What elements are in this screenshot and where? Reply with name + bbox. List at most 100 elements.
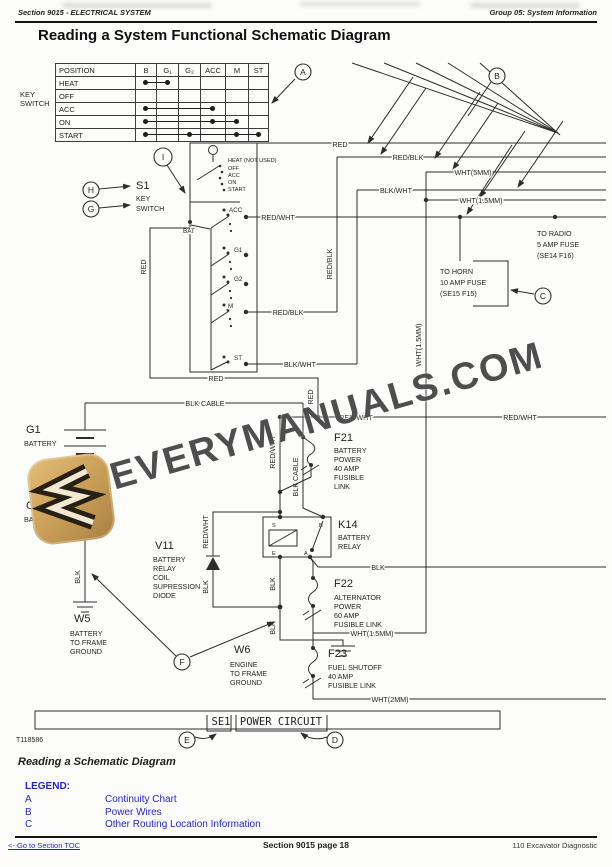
- relay-terminal-a: A: [304, 551, 308, 557]
- callout-g-letter: G: [88, 204, 95, 214]
- wire-label-red-vert: RED: [306, 389, 315, 404]
- f21-name: FUSIBLE: [334, 473, 364, 482]
- key-switch-cell: [135, 76, 156, 89]
- continuity-line: [145, 120, 237, 123]
- wire-label-red-wht-vert: RED/WHT: [268, 435, 277, 469]
- legend-desc-b: Power Wires: [105, 807, 162, 818]
- v11-name: SUPRESSION: [153, 582, 200, 591]
- header-right: Group 05: System Information: [489, 8, 597, 17]
- wire-label-red-vert: RED: [139, 259, 148, 274]
- s1-name: KEY: [136, 194, 151, 203]
- switch-position: ON: [228, 180, 236, 186]
- callout-i: I: [153, 147, 186, 194]
- legend-desc-a: Continuity Chart: [105, 794, 177, 805]
- scan-smudge: [62, 3, 212, 8]
- wire-label-blk-wht: BLK/WHT: [380, 186, 413, 195]
- key-switch-cell: G₂: [178, 63, 200, 76]
- footer-right: 110 Excavator Diagnostic: [512, 841, 598, 850]
- f21-id: F21: [334, 432, 353, 444]
- wire-label-red-blk: RED/BLK: [393, 153, 424, 162]
- key-switch-cell: [248, 76, 268, 89]
- scan-smudge: [300, 2, 420, 6]
- legend-desc-c: Other Routing Location Information: [105, 819, 261, 830]
- contact-dot: [234, 119, 239, 124]
- to-horn-note: TO HORN: [440, 267, 473, 276]
- switch-position: HEAT (NOT USED): [228, 158, 277, 164]
- v11-name: DIODE: [153, 591, 176, 600]
- power-wire-fan: B: [351, 62, 564, 215]
- header-left: Section 9015 - ELECTRICAL SYSTEM: [18, 8, 151, 17]
- f22-name: POWER: [334, 602, 361, 611]
- battery-feed-wires: RED RED RED: [138, 227, 321, 420]
- v11-name: BATTERY: [153, 555, 186, 564]
- f22-name: FUSIBLE LINK: [334, 620, 382, 629]
- key-switch-cell: [248, 102, 268, 115]
- v11-suppression-diode: RED/WHT BLK V11 BATTERY RELAY COIL SUPRE…: [153, 509, 283, 610]
- figure-id: T118586: [16, 737, 43, 744]
- s1-id: S1: [136, 180, 149, 192]
- continuity-line: [145, 133, 258, 136]
- callout-h: H: [82, 181, 131, 199]
- switch-position: START: [228, 187, 246, 193]
- callout-c-letter: C: [540, 291, 546, 301]
- f23-name: FUSIBLE LINK: [328, 681, 376, 690]
- k14-battery-relay: S B E A K14 BATTERY RELAY: [262, 514, 371, 560]
- key-switch-cell: [225, 102, 248, 115]
- contact-dot: [234, 132, 239, 137]
- power-bar-label: POWER CIRCUIT: [240, 716, 323, 728]
- k14-name: BATTERY: [338, 533, 371, 542]
- to-horn-note: (SE15 F15): [440, 289, 477, 298]
- key-switch-cell: ACC: [55, 102, 135, 115]
- wire-label-blk-vert: BLK: [73, 570, 82, 584]
- wire-label-wht15-vert: WHT(1.5MM): [414, 323, 423, 366]
- w5-name: GROUND: [70, 647, 102, 656]
- w6-id: W6: [234, 644, 251, 656]
- wire-label-blk-vert: BLK: [268, 577, 277, 591]
- to-radio-note: TO RADIO: [537, 229, 572, 238]
- callout-e-letter: E: [184, 735, 190, 745]
- callout-i-letter: I: [162, 152, 164, 162]
- f22-name: ALTERNATOR: [334, 593, 381, 602]
- key-switch-cell: ON: [55, 115, 135, 128]
- header-rule: [15, 21, 597, 24]
- continuity-line: [145, 81, 167, 84]
- wire-label-blk-cable-vert: BLK CABLE: [291, 457, 300, 496]
- switch-position: ACC: [228, 173, 240, 179]
- power-circuit-bar: SE1 POWER CIRCUIT E D T118586: [16, 710, 501, 749]
- legend-key-b: B: [25, 807, 32, 818]
- power-bar-se1: SE1: [212, 716, 231, 728]
- f23-name: FUEL SHUTOFF: [328, 663, 383, 672]
- toc-link[interactable]: <- Go to Section TOC: [8, 841, 81, 850]
- key-switch-cell: [135, 102, 156, 115]
- wire-label-red-wht: RED/WHT: [503, 413, 537, 422]
- f23-id: F23: [328, 648, 347, 660]
- v11-name: COIL: [153, 573, 170, 582]
- f22-id: F22: [334, 578, 353, 590]
- key-switch-cell: M: [225, 63, 248, 76]
- wire-label-blk-cable: BLK CABLE: [185, 399, 224, 408]
- contact-dot: [143, 132, 148, 137]
- wire-label-wht2: WHT(2MM): [371, 695, 408, 704]
- callout-g: G: [82, 200, 131, 218]
- callout-b-letter: B: [494, 71, 500, 81]
- relay-terminal-b: B: [319, 523, 323, 529]
- key-switch-caption: KEY SWITCH: [20, 90, 50, 108]
- key-switch-cell: B: [135, 63, 156, 76]
- callout-d-letter: D: [332, 735, 338, 745]
- f21-fusible-link: RED/WHT RED/WHT RED/WHT BLK CABLE F21 BA…: [267, 403, 606, 518]
- wire-label-red-wht-vert: RED/WHT: [201, 515, 210, 549]
- wire-label-blk-wht: BLK/WHT: [284, 360, 317, 369]
- key-switch-cell: [248, 89, 268, 102]
- wire-label-blk: BLK: [371, 563, 385, 572]
- power-wires: RED RED/BLK WHT(5MM) BLK/WHT WHT(1.5MM) …: [257, 139, 606, 633]
- v11-name: RELAY: [153, 564, 176, 573]
- w6-name: GROUND: [230, 678, 262, 687]
- key-switch-cell: [135, 89, 156, 102]
- to-radio-note: (SE14 F16): [537, 251, 574, 260]
- w5-name: BATTERY: [70, 629, 103, 638]
- key-switch-cell: [135, 115, 156, 128]
- f22-f23-branch: BLK WHT(1.5MM) F22 ALTERNATOR POWER 60 A…: [302, 556, 606, 706]
- callout-h-letter: H: [88, 185, 94, 195]
